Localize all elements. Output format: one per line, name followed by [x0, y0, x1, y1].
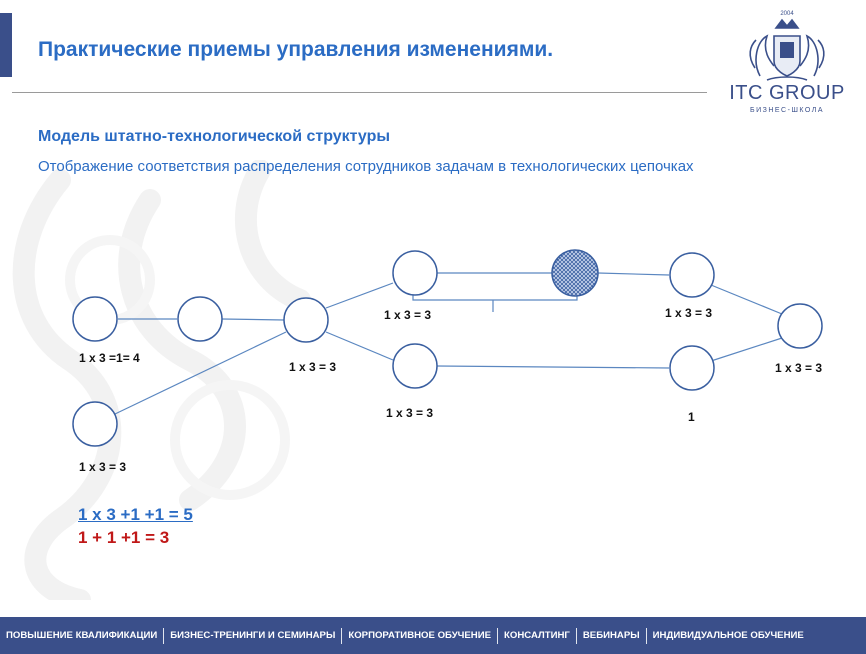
node-n1-label: 1 x 3 =1= 4 — [79, 351, 140, 365]
node-n11-label: 1 x 3 = 3 — [79, 460, 127, 474]
edge-n2-n3 — [221, 318, 285, 321]
footer-item-webinars[interactable]: ВЕБИНАРЫ — [582, 630, 640, 641]
section-description: Отображение соответствия распределения с… — [38, 158, 694, 175]
footer-item-trainings[interactable]: БИЗНЕС-ТРЕНИНГИ И СЕМИНАРЫ — [170, 630, 336, 641]
footer-separator — [163, 627, 165, 644]
edge-n3-n5 — [325, 331, 394, 361]
node-n1 — [72, 296, 118, 342]
node-n4 — [392, 250, 438, 296]
logo-year: 2004 — [780, 11, 794, 17]
node-n10 — [777, 303, 823, 349]
edge-n5-n9 — [436, 365, 670, 369]
footer-item-qualification[interactable]: ПОВЫШЕНИЕ КВАЛИФИКАЦИИ — [6, 630, 158, 641]
node-n5-label: 1 x 3 = 3 — [386, 406, 434, 420]
footer-separator — [645, 627, 647, 644]
node-n8-label: 1 x 3 = 3 — [665, 306, 713, 320]
formula-line-2: 1 + 1 +1 = 3 — [78, 528, 170, 547]
node-n7-filled — [551, 249, 599, 297]
logo-name: ITC GROUP — [729, 82, 845, 104]
footer-item-individual[interactable]: ИНДИВИДУАЛЬНОЕ ОБУЧЕНИЕ — [652, 630, 804, 641]
node-n5 — [392, 343, 438, 389]
page-title: Практические приемы управления изменения… — [38, 38, 554, 61]
node-n3 — [283, 297, 329, 343]
node-n2 — [177, 296, 223, 342]
footer-item-corporate[interactable]: КОРПОРАТИВНОЕ ОБУЧЕНИЕ — [348, 630, 492, 641]
itc-group-logo: 2004 — [749, 11, 825, 81]
edge-n8-n10 — [710, 284, 783, 315]
edge-n11-n3 — [114, 331, 287, 415]
node-n11 — [72, 401, 118, 447]
node-n4-label: 1 x 3 = 3 — [384, 308, 432, 322]
formula-line-1: 1 x 3 +1 +1 = 5 — [78, 505, 193, 524]
edge-n3-n4 — [325, 282, 394, 309]
node-n10-label: 1 x 3 = 3 — [775, 361, 823, 375]
crest-icon — [749, 18, 825, 81]
footer-item-consulting[interactable]: КОНСАЛТИНГ — [504, 630, 570, 641]
footer-separator — [497, 627, 499, 644]
node-n3-label: 1 x 3 = 3 — [289, 360, 337, 374]
section-subtitle: Модель штатно-технологической структуры — [38, 128, 391, 145]
node-n9 — [669, 345, 715, 391]
node-n8 — [669, 252, 715, 298]
node-n9-label: 1 — [688, 410, 695, 424]
edge-n7-n8 — [597, 272, 670, 276]
footer-separator — [341, 627, 343, 644]
header-accent-bar — [0, 13, 12, 77]
footer-separator — [575, 627, 577, 644]
logo-subtitle: БИЗНЕС-ШКОЛА — [749, 107, 824, 114]
brace-bracket — [412, 290, 578, 312]
edge-n9-n10 — [710, 337, 783, 362]
footer-nav: ПОВЫШЕНИЕ КВАЛИФИКАЦИИ БИЗНЕС-ТРЕНИНГИ И… — [0, 617, 866, 654]
header-divider — [12, 92, 707, 93]
